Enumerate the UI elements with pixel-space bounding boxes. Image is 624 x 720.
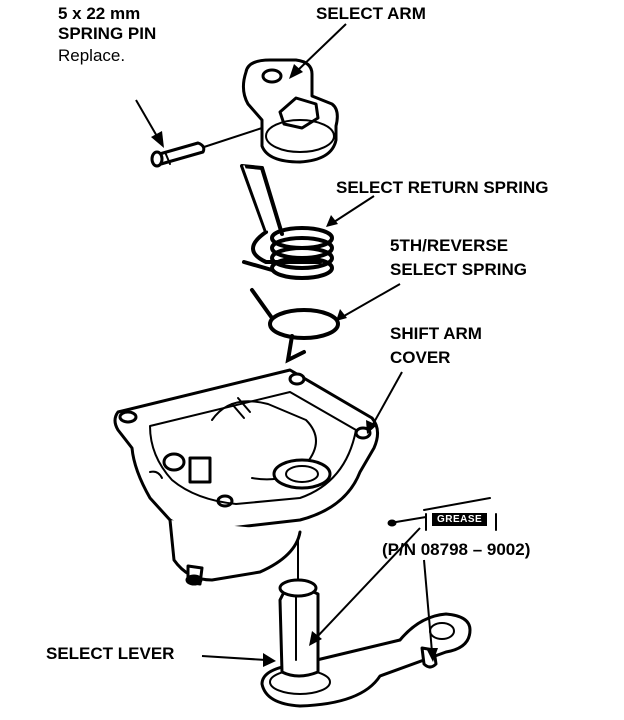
grease-badge: GREASE bbox=[432, 513, 488, 526]
reverse-select-spring bbox=[250, 288, 340, 364]
spring-pin bbox=[150, 141, 206, 168]
select-arm bbox=[241, 58, 339, 164]
select-lever bbox=[260, 578, 472, 708]
reverse-spring-label-line1: 5TH/REVERSE bbox=[390, 236, 509, 255]
part-number-label: (P/N 08798 – 9002) bbox=[382, 540, 531, 559]
shift-arm-cover-leader bbox=[366, 371, 403, 434]
shift-arm-cover bbox=[113, 368, 379, 586]
select-return-spring-label: SELECT RETURN SPRING bbox=[336, 178, 549, 197]
select-arm-leader bbox=[289, 23, 347, 79]
return-spring-leader bbox=[326, 195, 375, 227]
spring-pin-leader bbox=[135, 99, 164, 148]
select-lever-leader bbox=[201, 653, 276, 667]
shift-arm-cover-label-line2: COVER bbox=[390, 348, 451, 367]
spring-pin-note-label: Replace. bbox=[58, 46, 126, 65]
pin-alignment-line bbox=[203, 127, 263, 148]
select-lever-label: SELECT LEVER bbox=[46, 644, 175, 663]
select-arm-label: SELECT ARM bbox=[316, 4, 426, 23]
shift-arm-cover-label-line1: SHIFT ARM bbox=[390, 324, 482, 343]
spring-pin-size-label: 5 x 22 mm bbox=[58, 4, 141, 23]
select-return-spring bbox=[240, 164, 334, 280]
grease-tube-icon bbox=[387, 497, 497, 531]
reverse-spring-label-line2: SELECT SPRING bbox=[390, 260, 527, 279]
spring-pin-name-label: SPRING PIN bbox=[58, 24, 157, 43]
reverse-spring-leader bbox=[336, 283, 401, 321]
grease-leaders bbox=[309, 527, 438, 662]
